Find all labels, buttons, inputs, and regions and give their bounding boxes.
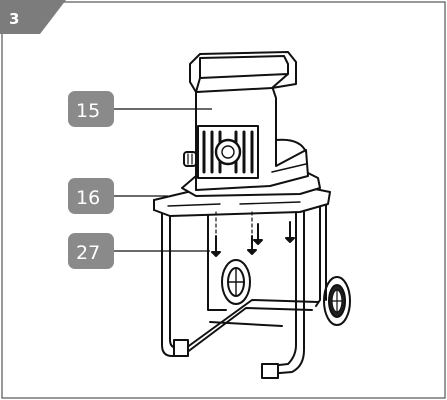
callout-label: 16 [76,187,100,209]
screw [253,223,263,245]
stand-frame [161,203,327,379]
callout-badge [68,178,114,214]
callout-badge [68,233,114,269]
wheel-left [221,259,251,305]
step-number: 3 [9,10,19,28]
callout-label: 15 [76,100,100,122]
callout-label: 27 [76,242,100,264]
screw [211,235,221,257]
callout-15: 15 [68,91,212,127]
wheel-right [323,276,351,326]
callout-16: 16 [68,178,168,214]
screw [285,221,295,243]
step-badge-shape [0,0,66,34]
screw [247,235,257,255]
callout-27: 27 [68,233,210,269]
motor-housing [181,51,321,197]
screws [211,211,295,257]
step-badge: 3 [0,0,66,34]
callout-badge [68,91,114,127]
switch-knob [183,151,197,167]
shredder-illustration [153,51,351,379]
